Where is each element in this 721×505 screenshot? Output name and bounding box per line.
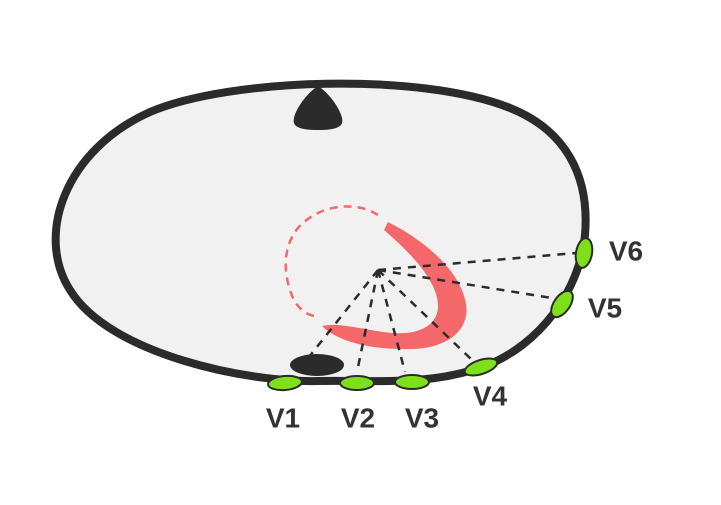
electrode-label-v2: V2 xyxy=(341,402,375,433)
heart-atria-outline xyxy=(284,205,379,318)
lead-line-v2 xyxy=(355,269,380,373)
electrode-label-v5: V5 xyxy=(588,292,622,323)
electrode-label-v3: V3 xyxy=(405,402,439,433)
electrode-v1 xyxy=(267,374,303,392)
electrode-label-v6: V6 xyxy=(609,235,643,266)
electrode-v5 xyxy=(550,289,574,319)
electrode-v2 xyxy=(339,375,375,391)
electrode-v6 xyxy=(574,237,594,269)
lead-line-v1 xyxy=(304,269,379,363)
electrode-v3 xyxy=(394,374,430,390)
lead-line-v6 xyxy=(377,251,577,272)
lead-lines xyxy=(304,251,577,373)
electrodes-group xyxy=(267,237,594,392)
lead-line-v3 xyxy=(376,269,407,373)
electrode-label-v1: V1 xyxy=(266,402,300,433)
vertebra-shape xyxy=(293,86,343,130)
heart-ventricle-muscle xyxy=(322,222,467,350)
electrode-label-v4: V4 xyxy=(473,380,508,411)
sternum-shape xyxy=(290,354,344,376)
lead-line-v4 xyxy=(377,269,473,361)
electrode-v4 xyxy=(463,357,499,377)
electrode-labels: V1 V2 V3 V4 V5 V6 xyxy=(266,235,643,433)
